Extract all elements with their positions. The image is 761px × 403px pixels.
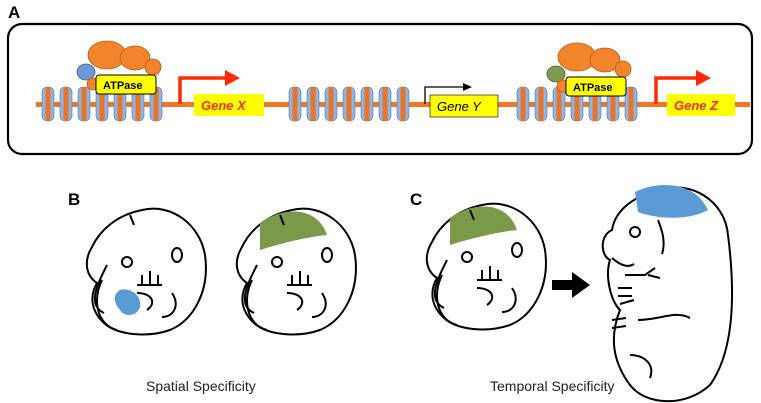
nucleosome-icon [534, 86, 548, 122]
subunit-orange [614, 60, 632, 78]
remodeling-complex-2: ATPase [546, 42, 632, 97]
nucleosome-icon [396, 86, 410, 122]
spatial-caption: Spatial Specificity [146, 378, 256, 394]
subunit-orange [589, 47, 621, 73]
atpase-box [95, 74, 157, 95]
gene-z-label: Gene Z [674, 98, 719, 113]
panel-b-letter: B [68, 190, 80, 209]
nucleosome-icon [360, 86, 374, 122]
head-region [260, 211, 327, 250]
panel-a-letter: A [8, 3, 20, 22]
nucleosome-icon [306, 86, 320, 122]
pup-icon [601, 185, 733, 403]
embryo-icon [235, 207, 357, 336]
atpase-box [565, 76, 627, 97]
nucleosome-icon [41, 86, 55, 122]
nucleosome-group-2 [288, 86, 410, 122]
dna-strand [36, 102, 750, 107]
nucleosome-icon [288, 86, 302, 122]
nucleosome-icon [624, 86, 638, 122]
promoter-arrow-icon [424, 83, 472, 104]
head-region [450, 206, 517, 245]
nucleosome-icon [378, 86, 392, 122]
transition-arrow-icon [552, 272, 590, 298]
atpase-label: ATPase [103, 80, 143, 92]
promoter-arrow-icon [178, 70, 240, 104]
temporal-caption: Temporal Specificity [490, 378, 615, 394]
promoter-arrow-icon [654, 70, 711, 104]
subunit-blue [76, 63, 96, 81]
embryo-icon [425, 202, 547, 331]
gene-y-box [429, 94, 499, 118]
atpase-label: ATPase [573, 82, 613, 94]
subunit-orange [119, 45, 151, 71]
gene-x-label: Gene X [201, 98, 247, 113]
remodeling-complex-1: ATPase [76, 40, 162, 95]
nucleosome-icon [59, 86, 73, 122]
gene-y-label: Gene Y [437, 99, 482, 114]
panel-c-letter: C [410, 190, 422, 209]
gene-x-box [194, 94, 264, 116]
gene-z-box [667, 94, 735, 116]
nucleosome-icon [342, 86, 356, 122]
subunit-green [546, 65, 566, 83]
nucleosome-icon [77, 86, 91, 122]
nucleosome-icon [324, 86, 338, 122]
subunit-orange [144, 58, 162, 76]
embryo-icon [85, 207, 207, 336]
head-region [635, 185, 708, 218]
nucleosome-icon [516, 86, 530, 122]
heart-region [114, 289, 141, 315]
